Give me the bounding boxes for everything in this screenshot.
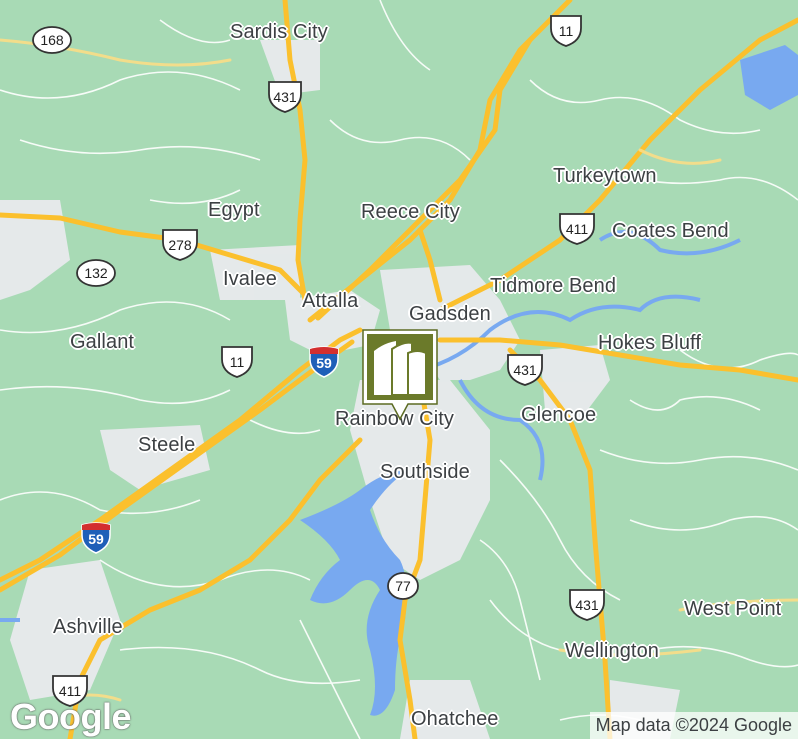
google-logo: Google [10,696,132,737]
shield-number: 431 [513,362,537,378]
place-label-steele: Steele [138,434,196,456]
place-label-turkeytown: Turkeytown [553,165,657,187]
place-label-glencoe: Glencoe [521,404,597,426]
shield-number: 77 [395,578,411,594]
place-label-ashville: Ashville [53,616,123,638]
place-label-ohatchee: Ohatchee [411,708,499,730]
shield-number: 132 [84,265,108,281]
place-label-gadsden: Gadsden [409,303,491,325]
place-label-ivalee: Ivalee [223,268,277,290]
shield-number: 278 [168,237,192,253]
place-label-southside: Southside [380,461,470,483]
place-label-coates-bend: Coates Bend [612,220,729,242]
place-label-wellington: Wellington [565,640,660,662]
place-label-egypt: Egypt [208,199,260,221]
state-route-shield-icon: 132 [75,256,117,290]
us-route-shield-icon: 431 [266,80,304,114]
place-label-reece-city: Reece City [361,201,460,223]
shield-number: 168 [40,32,64,48]
us-route-shield-icon: 411 [50,674,90,708]
shield-number: 411 [565,221,589,237]
us-route-shield-icon: 411 [557,212,597,246]
place-label-west-point: West Point [684,598,782,620]
place-label-sardis-city: Sardis City [230,21,328,43]
us-route-shield-icon: 431 [505,353,545,387]
shield-number: 11 [229,354,245,370]
place-label-attalla: Attalla [302,290,359,312]
place-label-tidmore-bend: Tidmore Bend [490,275,617,297]
shield-number: 411 [58,683,82,699]
shield-number: 431 [273,89,297,105]
shield-number: 59 [316,355,332,371]
us-route-shield-icon: 11 [548,14,584,48]
place-label-rainbow-city: Rainbow City [335,408,455,430]
state-route-shield-icon: 77 [386,569,420,603]
state-route-shield-icon: 168 [31,23,73,57]
place-label-hokes-bluff: Hokes Bluff [598,332,702,354]
shield-number: 11 [558,23,574,39]
shield-number: 431 [575,597,599,613]
us-route-shield-icon: 431 [567,588,607,622]
shield-number: 59 [88,531,104,547]
interstate-shield-icon: 59 [80,521,112,555]
location-marker-icon[interactable] [362,329,438,421]
map-attribution[interactable]: Map data ©2024 Google [589,712,798,739]
place-label-gallant: Gallant [70,331,135,353]
interstate-shield-icon: 59 [308,345,340,379]
us-route-shield-icon: 11 [219,345,255,379]
us-route-shield-icon: 278 [160,228,200,262]
